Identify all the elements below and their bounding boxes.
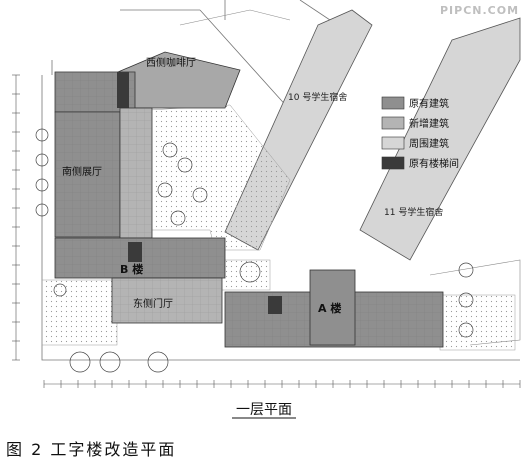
legend-swatch-1 <box>381 116 405 130</box>
label-building-a: A 楼 <box>318 301 341 315</box>
dorm-11-building <box>359 17 521 261</box>
floor-plan: 西侧咖啡厅 南侧展厅 B 楼 东侧门厅 A 楼 10 号学生宿舍 11 号学生宿… <box>12 0 521 419</box>
stair-a <box>268 296 282 314</box>
legend-label-1: 新增建筑 <box>409 117 449 130</box>
building-a-core <box>309 269 356 346</box>
central-corridor-grid <box>120 108 152 238</box>
label-dorm-11: 11 号学生宿舍 <box>384 206 443 218</box>
label-south-hall: 南侧展厅 <box>62 165 102 178</box>
legend-label-2: 周围建筑 <box>409 137 449 150</box>
south-hall-grid <box>55 112 120 237</box>
trees <box>35 128 474 373</box>
stair-west <box>117 72 129 108</box>
legend-label-0: 原有建筑 <box>409 97 449 110</box>
legend-swatch-3 <box>381 156 405 170</box>
plan-title: 一层平面 <box>236 402 292 418</box>
legend-swatch-0 <box>381 96 405 110</box>
stair-b <box>128 242 142 262</box>
label-dorm-10: 10 号学生宿舍 <box>288 91 347 103</box>
legend-swatch-2 <box>381 136 405 150</box>
landscape-areas <box>41 104 516 351</box>
figure-caption: 图 2 工字楼改造平面 <box>6 440 177 459</box>
label-west-cafe: 西侧咖啡厅 <box>146 56 196 69</box>
legend: 原有建筑 新增建筑 周围建筑 原有楼梯间 <box>381 96 459 170</box>
label-east-foyer: 东侧门厅 <box>133 297 173 310</box>
legend-label-3: 原有楼梯间 <box>409 157 459 170</box>
watermark: PIPCN.COM <box>440 4 519 17</box>
dimension-ticks <box>12 74 521 388</box>
label-building-b: B 楼 <box>120 262 143 276</box>
east-foyer-grid <box>112 278 222 323</box>
